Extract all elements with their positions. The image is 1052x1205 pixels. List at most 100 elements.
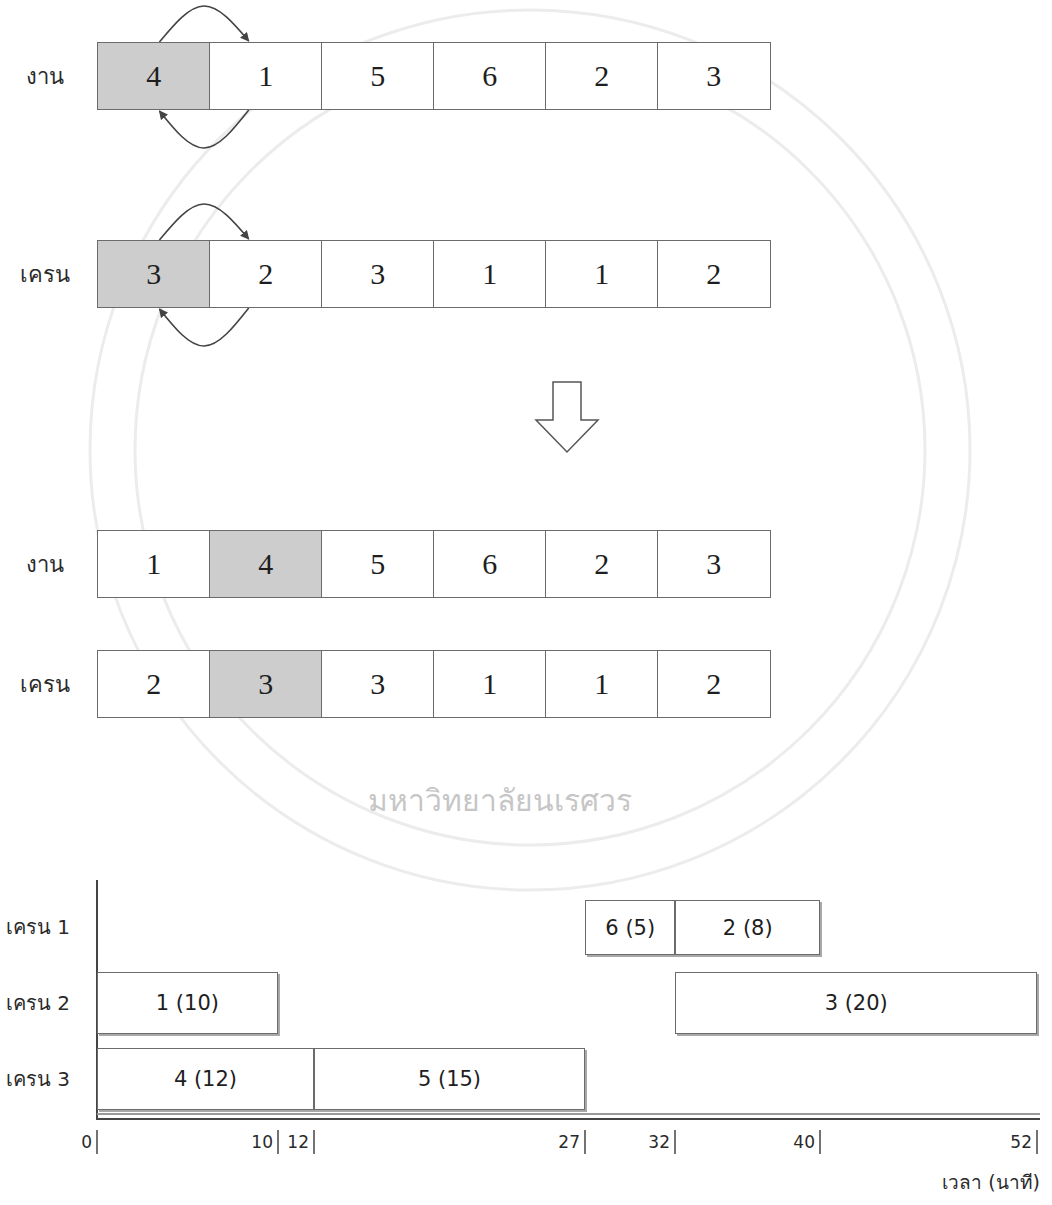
cell-text: 3	[706, 59, 721, 93]
watermark-emblem	[90, 10, 970, 890]
sequence-cell: 1	[545, 650, 659, 718]
cell-text: 3	[146, 257, 161, 291]
axis-title: เวลา (นาที)	[942, 1167, 1040, 1197]
selected-cell: 4	[209, 530, 323, 598]
cell-text: 5 (15)	[418, 1067, 481, 1091]
tick-label: 32	[648, 1132, 670, 1152]
tick	[1036, 1130, 1038, 1154]
tick-label: 10	[251, 1132, 273, 1152]
selected-cell: 4	[97, 42, 211, 110]
sequence-cell: 3	[321, 650, 435, 718]
row-label: งาน	[26, 547, 64, 582]
cell-text: 3	[370, 257, 385, 291]
gantt-bar: 5 (15)	[314, 1048, 585, 1110]
tick	[96, 1130, 98, 1154]
cell-text: 2 (8)	[723, 916, 773, 940]
sequence-cell: 5	[321, 42, 435, 110]
cell-text: 2	[706, 667, 721, 701]
label-text: เครน	[20, 262, 70, 287]
cell-text: 5	[370, 547, 385, 581]
label-text: 32	[648, 1132, 670, 1152]
label-text: 12	[287, 1132, 309, 1152]
time-axis	[97, 1118, 1040, 1120]
swap-arrow	[159, 6, 248, 42]
tick	[819, 1130, 821, 1154]
cell-text: 4	[146, 59, 161, 93]
cell-text: 1	[146, 547, 161, 581]
sequence-cell: 2	[545, 530, 659, 598]
sequence-cell: 1	[209, 42, 323, 110]
sequence-cell: 6	[433, 42, 547, 110]
emblem-ring	[90, 10, 970, 890]
cell-text: 3	[258, 667, 273, 701]
cell-text: 3	[706, 547, 721, 581]
label-text: 10	[251, 1132, 273, 1152]
swap-arrow	[159, 308, 248, 346]
tick-label: 12	[287, 1132, 309, 1152]
cell-text: 3	[370, 667, 385, 701]
sequence-cell: 5	[321, 530, 435, 598]
axis-ticks	[97, 1130, 1037, 1154]
tick-label: 52	[1010, 1132, 1032, 1152]
cell-text: 5	[370, 59, 385, 93]
cell-text: 1 (10)	[156, 991, 219, 1015]
lane-label: เครน 1	[6, 911, 70, 943]
sequence-cell: 2	[97, 650, 211, 718]
tick-label: 27	[558, 1132, 580, 1152]
cell-text: 3 (20)	[825, 991, 888, 1015]
sequence-cell: 3	[657, 530, 771, 598]
label-text: 0	[81, 1132, 92, 1152]
lane-label: เครน 3	[6, 1063, 70, 1095]
selected-cell: 3	[209, 650, 323, 718]
label-text: เครน	[20, 672, 70, 697]
sequence-cell: 1	[97, 530, 211, 598]
cell-text: 1	[482, 667, 497, 701]
cell-text: 4	[258, 547, 273, 581]
label-text: เครน 2	[6, 991, 70, 1015]
lane-label: เครน 2	[6, 987, 70, 1019]
tick	[674, 1130, 676, 1154]
cell-text: 1	[258, 59, 273, 93]
sequence-cell: 1	[433, 650, 547, 718]
sequence-cell: 1	[545, 240, 659, 308]
selected-cell: 3	[97, 240, 211, 308]
cell-text: 2	[594, 547, 609, 581]
down-arrow	[536, 382, 598, 452]
label-text: 27	[558, 1132, 580, 1152]
label-text: งาน	[26, 64, 64, 89]
watermark: มหาวิทยาลัยนเรศวร	[368, 777, 632, 824]
cell-text: 6	[482, 547, 497, 581]
sequence-cell: 1	[433, 240, 547, 308]
cell-text: 4 (12)	[174, 1067, 237, 1091]
row-label: เครน	[20, 257, 70, 292]
cell-text: 2	[146, 667, 161, 701]
cell-text: 6	[482, 59, 497, 93]
tick-label: 0	[81, 1132, 92, 1152]
emblem-ring	[135, 55, 925, 845]
row-label: งาน	[26, 59, 64, 94]
cell-text: 6 (5)	[605, 916, 655, 940]
sequence-cell: 2	[209, 240, 323, 308]
cell-text: 2	[706, 257, 721, 291]
label-text: 52	[1010, 1132, 1032, 1152]
label-text: งาน	[26, 552, 64, 577]
cell-text: 1	[482, 257, 497, 291]
sequence-cell: 6	[433, 530, 547, 598]
label-text: เครน 3	[6, 1067, 70, 1091]
gantt-bar: 2 (8)	[675, 900, 820, 955]
tick	[584, 1130, 586, 1154]
cell-text: 2	[594, 59, 609, 93]
row-label: เครน	[20, 667, 70, 702]
axis-shadow	[97, 1113, 1040, 1115]
sequence-cell: 2	[657, 240, 771, 308]
sequence-cell: 2	[545, 42, 659, 110]
sequence-cell: 3	[657, 42, 771, 110]
cell-text: 2	[258, 257, 273, 291]
swap-arrow	[159, 110, 248, 148]
swap-arrow	[159, 204, 248, 240]
cell-text: 1	[594, 257, 609, 291]
label-text: เวลา (นาที)	[942, 1171, 1040, 1193]
label-text: 40	[793, 1132, 815, 1152]
cell-text: 1	[594, 667, 609, 701]
tick	[277, 1130, 279, 1154]
